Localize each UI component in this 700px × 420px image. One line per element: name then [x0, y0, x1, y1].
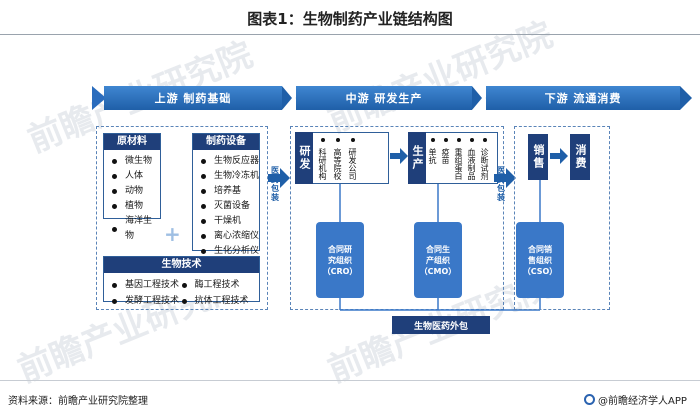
- cro-line: 合同研: [328, 244, 352, 254]
- cmo-line: （CMO）: [419, 266, 457, 276]
- list-item: 高等院校: [333, 138, 342, 180]
- title-divider: [0, 34, 700, 35]
- brand-text: @前瞻经济学人APP: [598, 396, 687, 407]
- rd-label: 研发: [295, 132, 313, 184]
- list-item: 基因工程技术: [112, 277, 182, 293]
- flow-arrow-icon: [494, 168, 516, 188]
- sales-label: 销售: [528, 134, 548, 180]
- list-item: 生物反应器: [201, 154, 259, 169]
- flow-arrow-icon: [390, 148, 408, 164]
- chart-title: 图表1：生物制药产业链结构图: [247, 10, 453, 28]
- cro-line: 究组织: [328, 255, 352, 265]
- list-item: 动物: [112, 184, 160, 199]
- footer-divider: [0, 380, 700, 381]
- list-item: 灭菌设备: [201, 199, 259, 214]
- list-item: 酶工程技术: [181, 277, 252, 293]
- list-item: 干燥机: [201, 214, 259, 229]
- list-item: 血液制品: [467, 138, 476, 180]
- equipment-heading: 制药设备: [193, 134, 259, 150]
- list-item: 发酵工程技术: [112, 293, 182, 309]
- cso-line: 售组织: [528, 255, 552, 265]
- brand-logo-icon: [584, 394, 595, 405]
- list-item: 科研机构: [318, 138, 327, 180]
- technology-heading: 生物技术: [104, 257, 259, 273]
- packaging-label-right: 医药包装: [496, 166, 506, 202]
- list-item: 海洋生物: [112, 214, 160, 244]
- cmo-line: 产组织: [426, 255, 450, 265]
- rd-list: 科研机构 高等院校 研发公司: [318, 138, 357, 180]
- raw-materials-heading: 原材料: [104, 134, 160, 150]
- list-item: 生物冷冻机: [201, 169, 259, 184]
- equipment-list: 生物反应器 生物冷冻机 培养基 灭菌设备 干燥机 离心浓缩仪 生化分析仪: [193, 150, 259, 259]
- list-item: 抗体工程技术: [181, 293, 252, 309]
- banner-arrow-icon: [92, 86, 106, 110]
- cro-box: 合同研 究组织 （CRO）: [316, 222, 364, 298]
- list-item: 植物: [112, 199, 160, 214]
- upstream-frame: [96, 126, 268, 310]
- production-list: 单抗 疫苗 重组蛋白 血液制品 诊断试剂: [428, 138, 489, 180]
- cro-line: （CRO）: [322, 266, 358, 276]
- list-item: 生化分析仪: [201, 244, 259, 259]
- list-item: 微生物: [112, 154, 160, 169]
- banner-chevron-icon: [282, 86, 296, 110]
- equipment-box: 制药设备 生物反应器 生物冷冻机 培养基 灭菌设备 干燥机 离心浓缩仪 生化分析…: [192, 133, 260, 256]
- production-label: 生产: [408, 132, 426, 184]
- list-item: 培养基: [201, 184, 259, 199]
- brand-credit: @前瞻经济学人APP: [584, 392, 687, 407]
- list-item: 重组蛋白: [454, 138, 463, 180]
- flow-arrow-icon: [268, 168, 290, 188]
- cmo-line: 合同生: [426, 244, 450, 254]
- packaging-label-left: 医药包装: [270, 166, 280, 202]
- upstream-banner: 上游 制药基础: [104, 86, 282, 110]
- consumption-label: 消费: [570, 134, 590, 180]
- flow-arrow-icon: [550, 148, 568, 164]
- cso-line: 合同销: [528, 244, 552, 254]
- cmo-box: 合同生 产组织 （CMO）: [414, 222, 462, 298]
- raw-materials-list: 微生物 人体 动物 植物 海洋生物: [104, 150, 160, 244]
- outsourcing-box: 生物医药外包: [392, 316, 490, 334]
- stage-banner: 上游 制药基础 中游 研发生产 下游 流通消费: [92, 86, 692, 110]
- list-item: 单抗: [428, 138, 437, 180]
- source-note: 资料来源：前瞻产业研究院整理: [8, 396, 148, 407]
- midstream-banner: 中游 研发生产: [296, 86, 472, 110]
- technology-box: 生物技术 基因工程技术 酶工程技术 发酵工程技术 抗体工程技术: [103, 256, 260, 306]
- plus-icon: +: [164, 222, 181, 246]
- cso-line: （CSO）: [522, 266, 558, 276]
- list-item: 疫苗: [441, 138, 450, 180]
- banner-end-arrow-icon: [680, 86, 692, 110]
- downstream-banner: 下游 流通消费: [486, 86, 680, 110]
- list-item: 研发公司: [348, 138, 357, 180]
- cso-box: 合同销 售组织 （CSO）: [516, 222, 564, 298]
- list-item: 诊断试剂: [480, 138, 489, 180]
- raw-materials-box: 原材料 微生物 人体 动物 植物 海洋生物: [103, 133, 161, 241]
- list-item: 离心浓缩仪: [201, 229, 259, 244]
- downstream-frame: [514, 126, 610, 310]
- banner-chevron-icon: [472, 86, 486, 110]
- technology-list: 基因工程技术 酶工程技术 发酵工程技术 抗体工程技术: [104, 273, 259, 313]
- list-item: 人体: [112, 169, 160, 184]
